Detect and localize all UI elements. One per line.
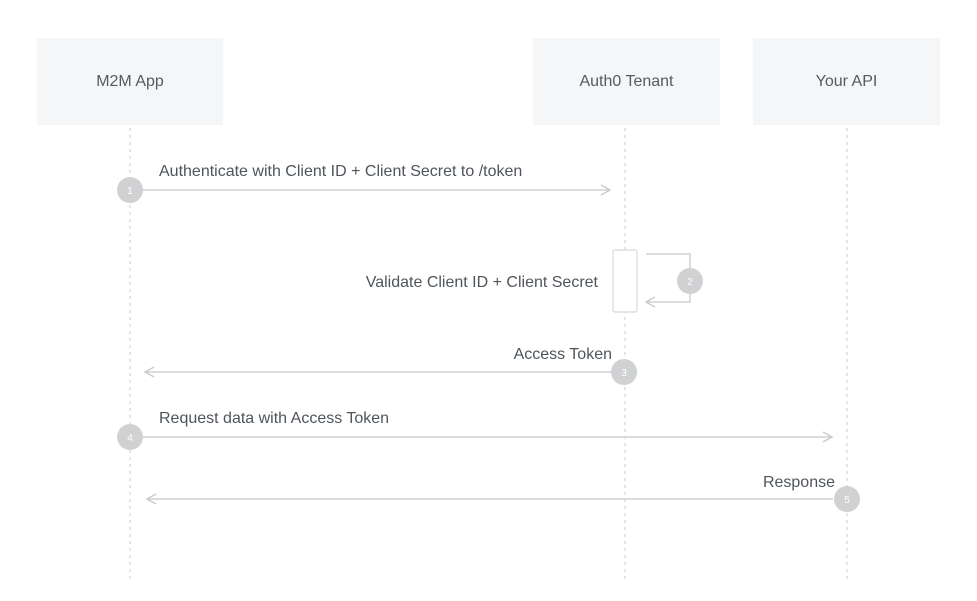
step-badge-5 xyxy=(834,486,860,512)
message-label-3: Access Token xyxy=(514,346,612,363)
participant-label: Your API xyxy=(815,72,878,90)
step-number-3: 3 xyxy=(621,368,627,379)
participant-label: M2M App xyxy=(96,72,164,90)
step-badge-4 xyxy=(117,424,143,450)
activation-box xyxy=(612,249,638,313)
step-badge-1 xyxy=(117,177,143,203)
message-label-4: Request data with Access Token xyxy=(159,410,389,427)
message-label-1: Authenticate with Client ID + Client Sec… xyxy=(159,163,522,180)
message-label-2: Validate Client ID + Client Secret xyxy=(366,274,599,291)
participant-auth0-tenant: Auth0 Tenant xyxy=(533,38,720,125)
message-label-5: Response xyxy=(763,474,835,491)
step-badge-2 xyxy=(677,268,703,294)
step-number-5: 5 xyxy=(844,495,850,506)
participant-label: Auth0 Tenant xyxy=(579,72,674,90)
participant-your-api: Your API xyxy=(753,38,940,125)
participant-m2m-app: M2M App xyxy=(37,38,223,125)
step-number-2: 2 xyxy=(687,277,693,288)
step-number-4: 4 xyxy=(127,433,133,444)
step-number-1: 1 xyxy=(127,186,133,197)
step-badge-3 xyxy=(611,359,637,385)
